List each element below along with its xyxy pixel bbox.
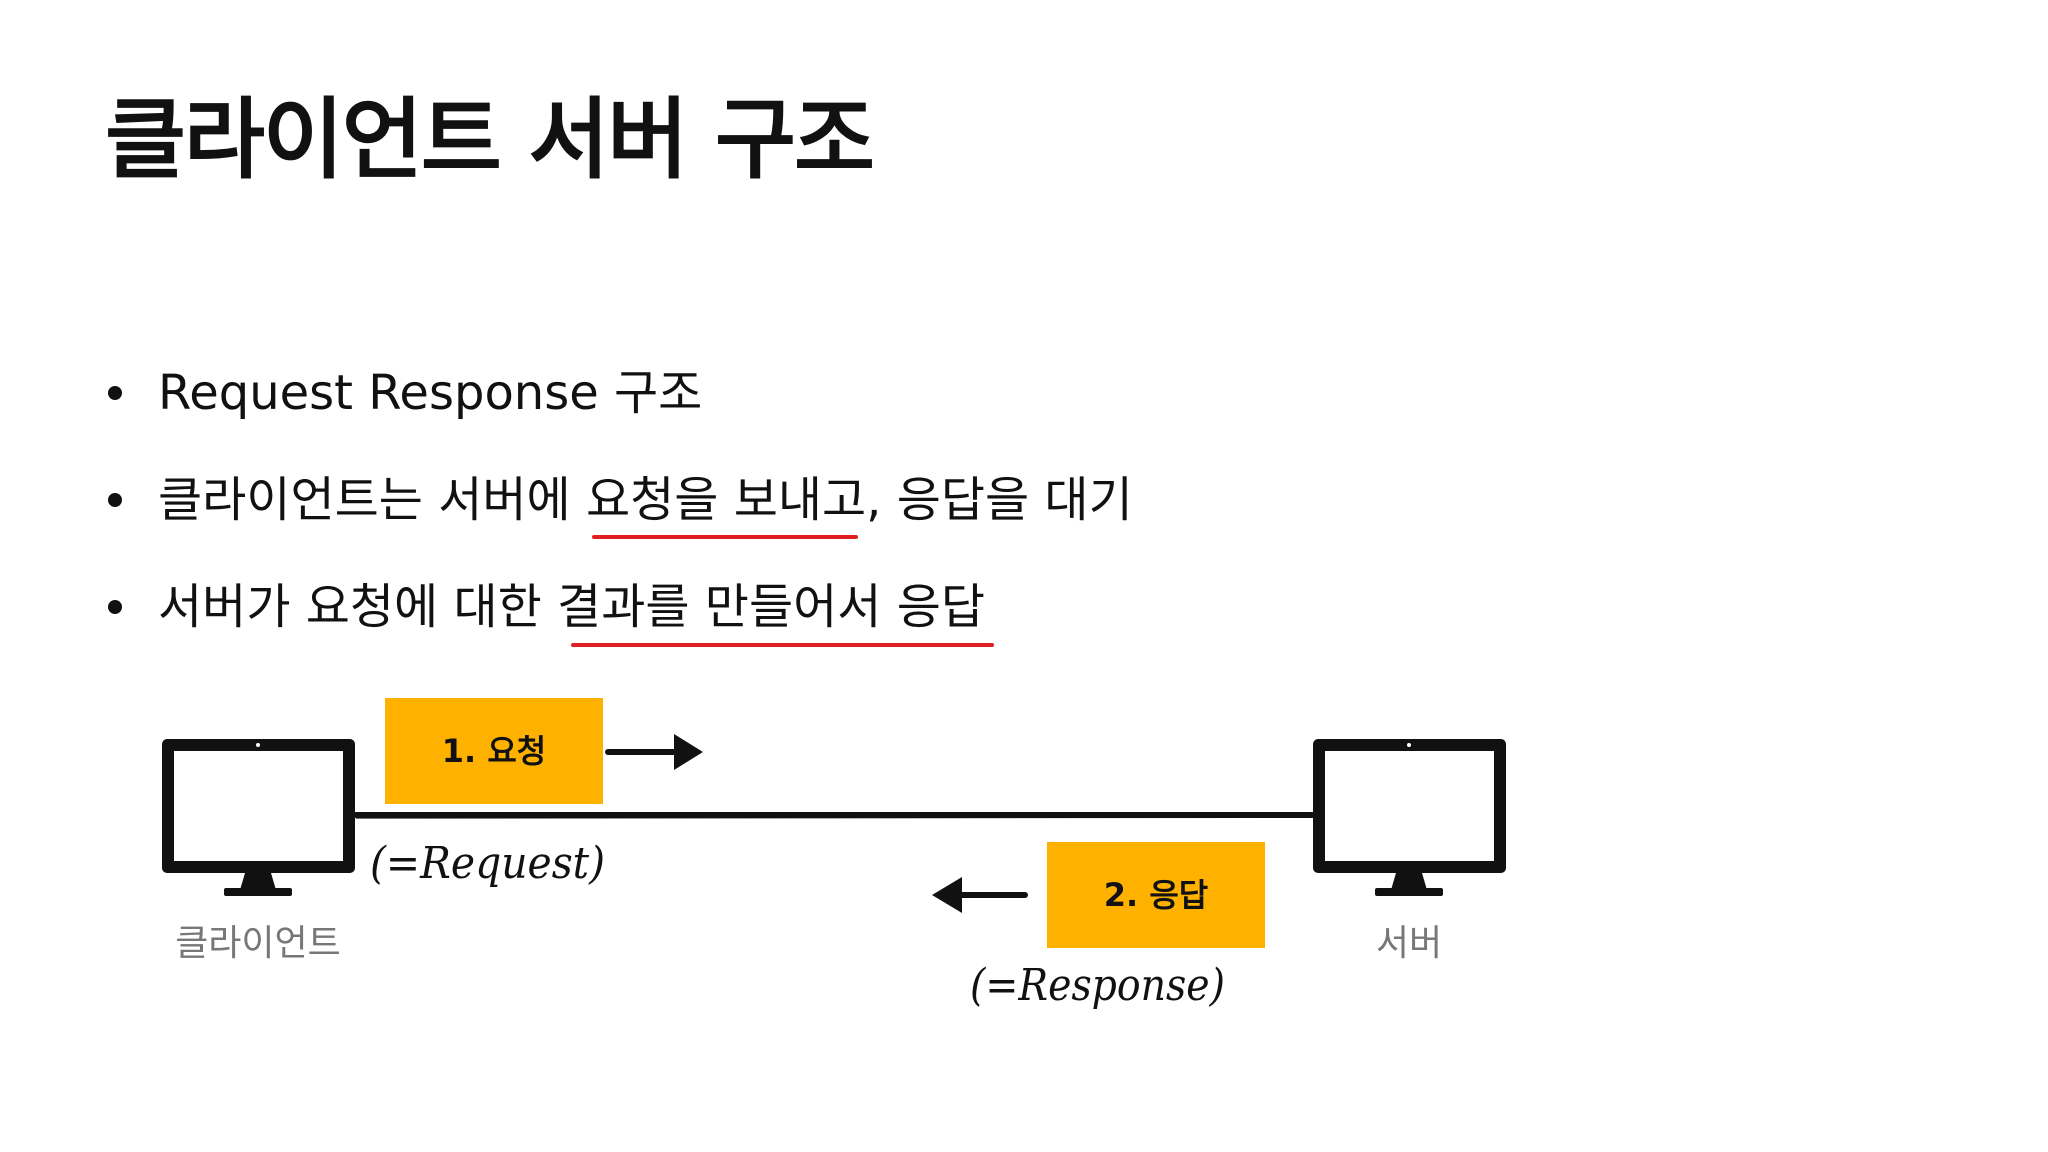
bullet-text: 서버가 요청에 대한 결과를 만들어서 응답 xyxy=(158,579,986,635)
bullet-dot xyxy=(108,600,122,614)
request-note: (=Request) xyxy=(370,838,605,889)
bullet-dot xyxy=(108,386,122,400)
bullet-item-client-request: 클라이언트는 서버에 요청을 보내고, 응답을 대기 xyxy=(108,465,1133,572)
response-box-label: 2. 응답 xyxy=(1104,876,1208,914)
request-box-label: 1. 요청 xyxy=(442,732,546,770)
connection-line-texture xyxy=(355,816,1313,819)
bullet-item-request-response: Request Response 구조 xyxy=(108,358,1133,465)
response-box: 2. 응답 xyxy=(1047,842,1265,948)
server-monitor-icon xyxy=(1313,739,1506,896)
client-monitor-icon xyxy=(162,739,355,896)
request-arrow-icon xyxy=(605,734,703,770)
server-label: 서버 xyxy=(1376,923,1442,964)
response-arrow-icon xyxy=(932,877,1028,913)
bullet-text: Request Response 구조 xyxy=(158,365,703,421)
bullet-dot xyxy=(108,493,122,507)
bullet-item-server-response: 서버가 요청에 대한 결과를 만들어서 응답 xyxy=(108,572,1133,679)
client-label: 클라이언트 xyxy=(175,923,341,964)
request-box: 1. 요청 xyxy=(385,698,603,804)
slide-title: 클라이언트 서버 구조 xyxy=(105,88,875,191)
bullet-list: Request Response 구조 클라이언트는 서버에 요청을 보내고, … xyxy=(108,358,1133,679)
bullet-text: 클라이언트는 서버에 요청을 보내고, 응답을 대기 xyxy=(158,472,1133,528)
response-note: (=Response) xyxy=(970,960,1225,1011)
